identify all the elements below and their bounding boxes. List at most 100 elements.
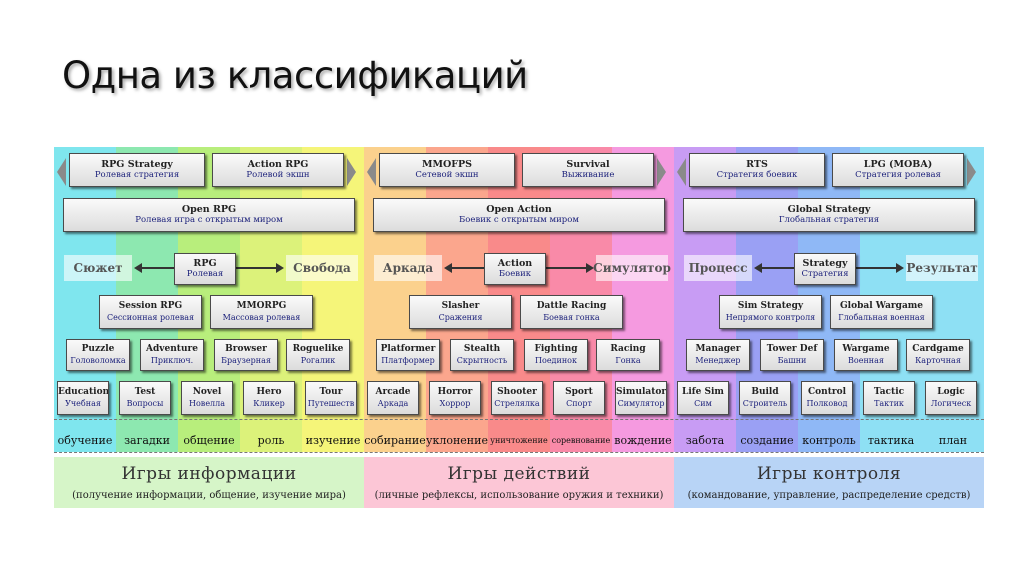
separator-line [54,452,984,453]
side-label-right: Свобода [286,255,358,281]
genre-name-ru: Сражения [438,313,483,322]
genre-name: MMORPG [236,301,287,311]
genre-name: Global Strategy [787,204,871,215]
slide-title: Одна из классификаций [62,54,528,97]
footer-subtitle: (личные рефлексы, использование оружия и… [374,490,664,501]
triangle-left-icon[interactable] [57,158,66,186]
arrow-left-icon [754,263,762,273]
footer-info: Игры информации(получение информации, об… [54,457,364,508]
verb-label: уклонение [426,433,488,447]
genre-name: Shooter [497,387,537,397]
side-label-right: Симулятор [593,255,671,281]
genre-name: Cardgame [912,344,964,354]
genre-name: Puzzle [81,344,115,354]
verb-label: общение [183,433,235,447]
verb-label: собирание [364,433,426,447]
genre-name-ru: Ролевая игра с открытым миром [135,215,283,225]
genre-name-ru: Глобальная стратегия [778,215,880,225]
triangle-right-icon[interactable] [657,158,666,186]
verb-label: уничтожение [490,435,548,445]
genre-name-ru: Сетевой экшн [415,170,479,180]
genre-name: Open RPG [181,204,237,215]
genre-name-ru: Выживание [561,170,615,180]
verb-label: вождение [614,433,672,447]
genre-name: Dattle Racing [536,301,607,311]
genre-name: Open Action [486,204,552,215]
triangle-left-icon[interactable] [367,158,376,186]
connector-line [856,267,898,269]
genre-name-ru: Скрытность [456,356,508,365]
genre-name-ru: Непрямого контроля [725,313,816,322]
footer-subtitle: (командование, управление, распределение… [687,490,971,501]
genre-name: Arcade [375,387,411,397]
genre-name-ru: Стратегия боевик [716,170,798,180]
verb-label: изучение [305,433,361,447]
footer-title: Игры контроля [756,464,902,484]
genre-name-ru: Военная [848,356,884,365]
verb-label: загадки [124,433,170,447]
genre-name: Adventure [146,344,198,354]
genre-name-ru: Ролевая стратегия [94,170,180,180]
genre-name-ru: Строитель [742,399,788,408]
genre-name-ru: Боевик [498,269,532,279]
genre-name-ru: Гонка [615,356,641,365]
genre-name-ru: Полковод [806,399,848,408]
genre-name: Manager [695,344,741,354]
genre-name: Hero [256,387,282,397]
connector-line [758,267,794,269]
triangle-right-icon[interactable] [967,158,976,186]
genre-name-ru: Рогалик [300,356,336,365]
triangle-left-icon[interactable] [677,158,686,186]
genre-name: Slasher [441,301,480,311]
genre-name-ru: Симулятор [617,399,665,408]
genre-name: Sim Strategy [737,301,804,311]
genre-name: Global Wargame [839,301,924,311]
side-label-left: Процесс [684,255,752,281]
verb-label: план [938,433,968,447]
genre-name: Sport [565,387,593,397]
genre-name: Simulator [616,387,667,397]
genre-name: Survival [566,159,610,170]
genre-name: Test [134,387,156,397]
genre-name-ru: Сессионная ролевая [106,313,195,322]
genre-name-ru: Боевая гонка [543,313,600,322]
genre-name-ru: Хоррор [439,399,471,408]
genre-name: Platformer [380,344,436,354]
genre-name: Tactic [873,387,905,397]
verb-label: обучение [57,433,113,447]
arrow-left-icon [134,263,142,273]
genre-name-ru: Поединок [535,356,577,365]
verb-label: создание [740,433,794,447]
genre-name-ru: Глобальная военная [838,313,925,322]
genre-name-ru: Стрелялка [494,399,540,408]
triangle-right-icon[interactable] [347,158,356,186]
